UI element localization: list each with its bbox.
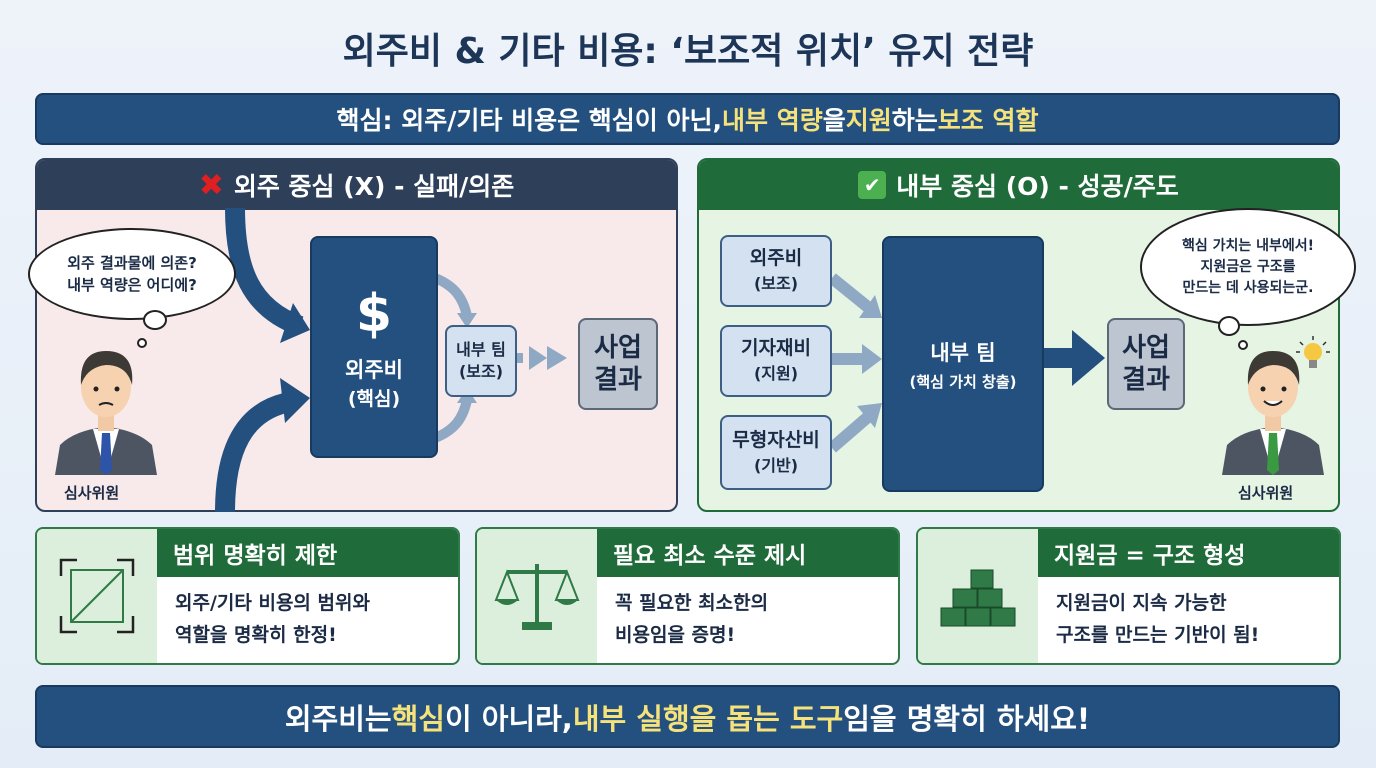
bubble-text: 외주 결과물에 의존?: [67, 254, 197, 272]
banner-text: 이 아니라,: [444, 701, 573, 736]
card-text: 구조를 만드는 기반이 됨!: [1056, 624, 1260, 646]
judge-smiling-icon: [1222, 351, 1324, 475]
crop-frame-icon: [37, 529, 157, 663]
banner-highlight: 핵심: [391, 701, 445, 736]
banner-text: 임을 명확히 하세요!: [843, 701, 1091, 736]
banner-text: 외주비는: [284, 701, 392, 736]
bubble-text: 내부 역량은 어디에?: [67, 276, 197, 294]
result-label: 결과: [594, 365, 642, 395]
bubble-text: 지원금은 구조를: [1200, 258, 1296, 275]
input-name: 기자재비: [741, 337, 811, 359]
card-text: 꼭 필요한 최소한의: [615, 592, 769, 614]
input-name: 외주비: [749, 247, 803, 269]
input-role: (기반): [753, 455, 799, 475]
banner-highlight: 지원: [845, 106, 892, 135]
banner-text: 하는: [891, 106, 938, 135]
outsourcing-core-box: $ 외주비 (핵심): [310, 236, 438, 458]
internal-team-core-box: 내부 팀 (핵심 가치 창출): [882, 236, 1044, 492]
team-role: (보조): [458, 362, 504, 381]
banner-highlight: 보조 역할: [937, 106, 1039, 135]
dollar-icon: $: [355, 283, 393, 344]
core-role: (핵심 가치 창출): [909, 372, 1017, 391]
input-box-intangible: 무형자산비 (기반): [720, 415, 832, 490]
input-role: (보조): [753, 274, 799, 293]
card-text: 역할을 명확히 한정!: [175, 624, 337, 646]
core-label: 내부 팀: [930, 340, 996, 365]
panel-title: 외주 중심 (X) - 실패/의존: [233, 172, 515, 201]
result-label: 사업: [594, 333, 642, 363]
page-title: 외주비 & 기타 비용: ‘보조적 위치’ 유지 전략: [342, 31, 1034, 72]
card-text: 비용임을 증명!: [615, 624, 736, 646]
card-title: 필요 최소 수준 제시: [597, 529, 898, 577]
banner-text: 을: [822, 106, 846, 135]
team-label: 내부 팀: [456, 340, 506, 359]
input-box-outsourcing: 외주비 (보조): [720, 235, 832, 307]
check-icon: ✔: [858, 171, 887, 199]
cross-icon: ✖: [198, 167, 224, 203]
thought-bubble: 외주 결과물에 의존? 내부 역량은 어디에?: [28, 228, 236, 320]
bubble-dot: [137, 338, 147, 348]
bubble-dot: [1238, 340, 1248, 350]
banner-text: 핵심: 외주/기타 비용은 핵심이 아닌,: [336, 106, 722, 135]
bubble-dot: [1218, 316, 1240, 336]
card-title: 범위 명확히 제한: [157, 529, 458, 577]
banner-highlight: 내부 역량: [721, 106, 823, 135]
bubble-dot: [143, 310, 167, 330]
result-label: 결과: [1122, 365, 1170, 395]
bubble-text: 만드는 데 사용되는군.: [1182, 279, 1314, 296]
flow-arrows: [215, 208, 567, 512]
judge-frowning-icon: [55, 351, 157, 475]
judge-label: 심사위원: [64, 484, 120, 502]
panel-header: ✖ 외주 중심 (X) - 실패/의존: [37, 160, 676, 210]
bubble-text: 핵심 가치는 내부에서!: [1181, 237, 1315, 254]
banner-highlight: 내부 실행을 돕는 도구: [572, 701, 844, 736]
internal-team-box: 내부 팀 (보조): [445, 325, 517, 397]
input-role: (지원): [753, 364, 799, 383]
flow-arrows: [828, 273, 1105, 453]
input-name: 무형자산비: [732, 428, 820, 451]
card-text: 외주/기타 비용의 범위와: [175, 592, 370, 614]
core-label: 외주비: [345, 357, 403, 382]
arrow-head: [280, 303, 310, 343]
card-title: 지원금 = 구조 형성: [1038, 529, 1339, 577]
core-role: (핵심): [347, 387, 401, 410]
panel-title: 내부 중심 (O) - 성공/주도: [896, 172, 1179, 201]
judge-label: 심사위원: [1238, 484, 1294, 502]
panel-header: ✔ 내부 중심 (O) - 성공/주도: [699, 160, 1338, 210]
blocks-icon: [918, 529, 1038, 663]
lightbulb-icon: [1296, 336, 1330, 368]
result-label: 사업: [1122, 333, 1170, 363]
card-text: 지원금이 지속 가능한: [1056, 592, 1227, 614]
scales-icon: [477, 529, 597, 663]
input-box-equipment: 기자재비 (지원): [720, 325, 832, 397]
